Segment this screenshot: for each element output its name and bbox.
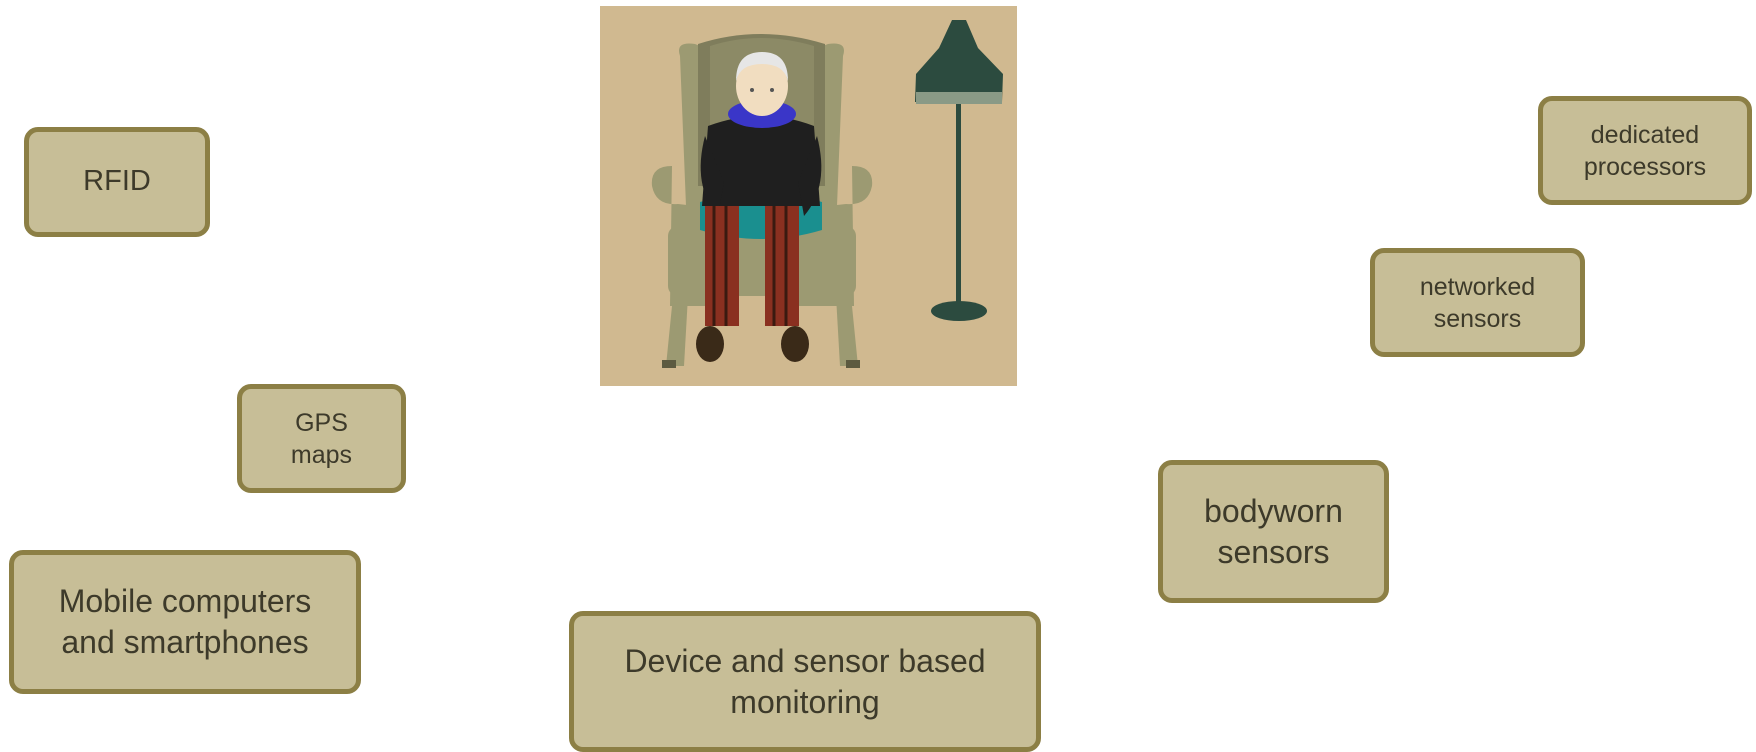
node-central-monitoring: Device and sensor based monitoring <box>569 611 1041 752</box>
node-bodyworn-sensors: bodyworn sensors <box>1158 460 1389 603</box>
node-bodyworn-line1: bodyworn <box>1204 491 1343 532</box>
node-networked-line1: networked <box>1420 271 1535 303</box>
node-dedicated-line1: dedicated <box>1584 119 1706 151</box>
node-rfid-label: RFID <box>83 163 151 200</box>
node-central-line1: Device and sensor based <box>624 641 985 682</box>
node-gps-line1: GPS <box>291 407 352 439</box>
elderly-man-armchair-illustration <box>600 6 1017 386</box>
node-bodyworn-line2: sensors <box>1204 532 1343 573</box>
node-networked-line2: sensors <box>1420 303 1535 335</box>
node-gps-maps: GPS maps <box>237 384 406 493</box>
node-mobile-line1: Mobile computers <box>59 581 312 622</box>
node-networked-sensors: networked sensors <box>1370 248 1585 357</box>
node-mobile-computers: Mobile computers and smartphones <box>9 550 361 694</box>
node-dedicated-processors: dedicated processors <box>1538 96 1752 205</box>
node-gps-line2: maps <box>291 439 352 471</box>
node-dedicated-line2: processors <box>1584 151 1706 183</box>
node-rfid: RFID <box>24 127 210 237</box>
node-central-line2: monitoring <box>624 682 985 723</box>
node-mobile-line2: and smartphones <box>59 622 312 663</box>
